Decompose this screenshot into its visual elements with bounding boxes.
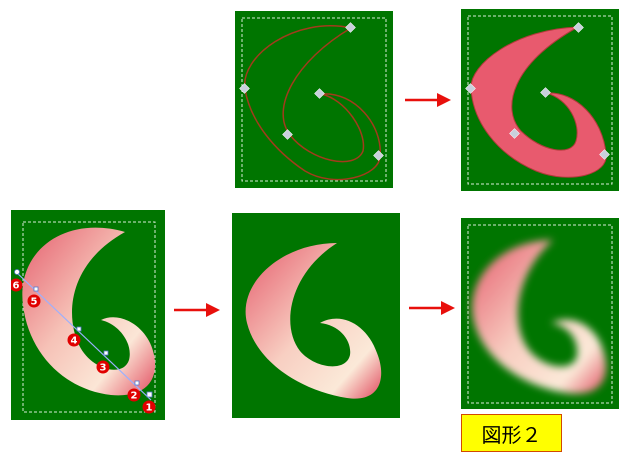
svg-text:2: 2 <box>131 391 138 402</box>
gradient-shape <box>245 243 382 399</box>
gradient-vector <box>15 271 152 401</box>
svg-text:6: 6 <box>13 281 20 292</box>
gradient-marker-1: 1 <box>142 400 156 414</box>
outline-panel <box>235 11 393 188</box>
gradient-marker-2: 2 <box>127 388 141 402</box>
gradient-panel <box>232 213 400 418</box>
arrow-right-icon <box>174 302 220 318</box>
gradient-marker-4: 4 <box>67 333 81 347</box>
svg-text:4: 4 <box>71 336 78 347</box>
gradient-marker-6: 6 <box>11 278 23 292</box>
gradient-stop-handles <box>14 269 153 398</box>
gradient-marker-5: 5 <box>27 294 41 308</box>
svg-text:5: 5 <box>31 297 38 308</box>
svg-text:3: 3 <box>100 363 107 374</box>
arrow-right-icon <box>409 300 455 316</box>
figure-caption: 図形２ <box>461 414 562 452</box>
anchor-points <box>239 22 384 161</box>
gradient-marker-3: 3 <box>96 360 110 374</box>
svg-text:1: 1 <box>146 403 153 414</box>
blurred-shape <box>472 240 607 394</box>
blurred-panel <box>461 218 619 409</box>
filled-panel <box>461 9 619 191</box>
gradient-shape <box>22 227 156 396</box>
arrow-right-icon <box>405 92 451 108</box>
anchor-points <box>465 22 610 160</box>
